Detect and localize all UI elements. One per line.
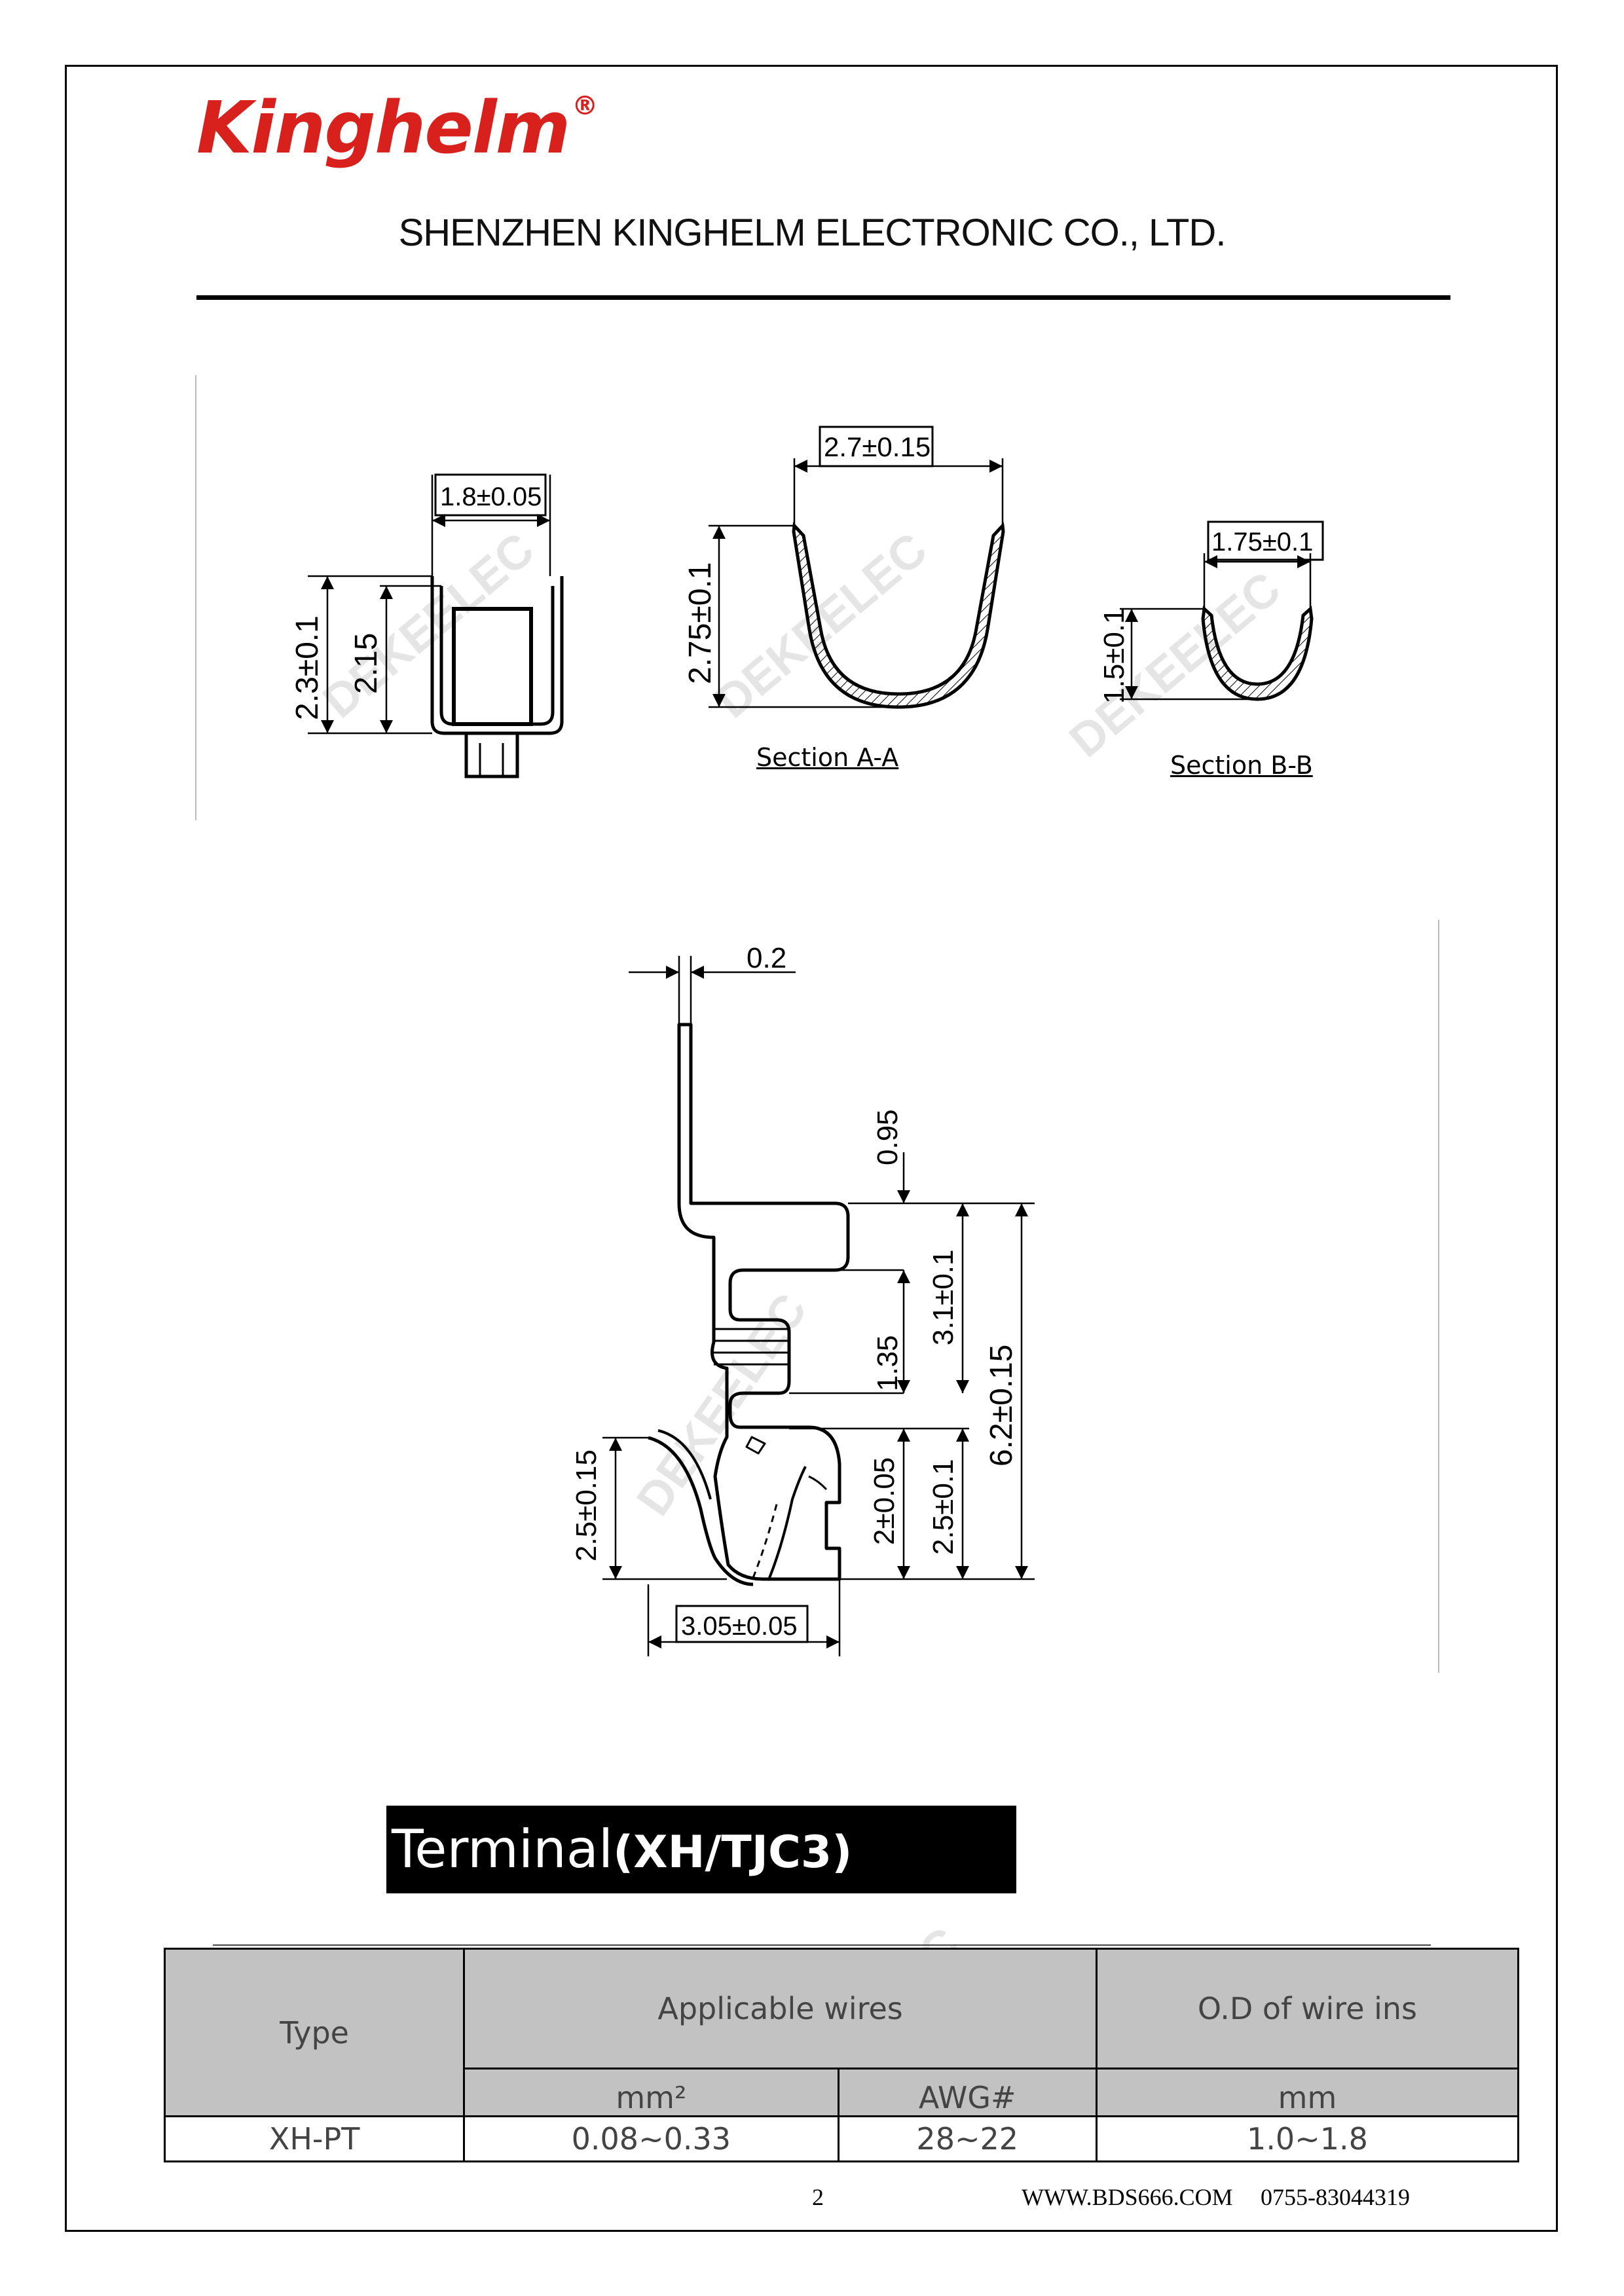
banner-prefix: Terminal [392, 1819, 614, 1880]
dim-bottom-width: 3.05±0.05 [681, 1612, 798, 1641]
dim-gap: 1.35 [872, 1335, 904, 1391]
header-type: Type [163, 1948, 466, 2117]
page-number: 2 [812, 2184, 824, 2210]
section-b-profile [1201, 605, 1314, 701]
watermark: DEKEELEC [627, 1285, 817, 1525]
unit-mm2: mm² [463, 2068, 840, 2117]
section-a-profile [792, 522, 1005, 709]
dim-tab: 0.95 [872, 1109, 904, 1165]
dim-section-b-height: 1.5±0.1 [1098, 608, 1130, 704]
section-a-dimensions [709, 426, 1004, 708]
cell-mm2: 0.08~0.33 [463, 2115, 840, 2162]
dim-section-b-width: 1.75±0.1 [1211, 528, 1313, 556]
unit-mm: mm [1095, 2068, 1520, 2117]
footer-website: WWW.BDS666.COM [1022, 2184, 1233, 2210]
terminal-side-view [648, 1023, 850, 1586]
table-row: XH-PT 0.08~0.33 28~22 1.0~1.8 [163, 2115, 1520, 2162]
table-top-rule [213, 1944, 1431, 1946]
terminal-side-view-dimensions [602, 956, 1035, 1656]
dim-thickness: 0.2 [747, 942, 786, 974]
dim-contact-outer: 2.5±0.1 [927, 1459, 959, 1555]
drawing-border-left [195, 375, 196, 820]
section-b-dimensions [1120, 520, 1324, 701]
unit-awg: AWG# [837, 2068, 1098, 2117]
front-view-dimensions [308, 473, 551, 735]
cell-awg: 28~22 [837, 2115, 1098, 2162]
wire-spec-table: Type Applicable wires O.D of wire ins mm… [163, 1948, 1520, 2162]
header-applicable-wires: Applicable wires [463, 1948, 1098, 2069]
page-frame [65, 65, 1558, 2232]
drawing-border-right [1438, 920, 1439, 1673]
dim-section-a-height: 2.75±0.1 [683, 562, 718, 685]
section-a-label: Section A-A [756, 743, 899, 772]
dim-overall: 6.2±0.15 [984, 1345, 1019, 1467]
dim-front-width: 1.8±0.05 [440, 483, 542, 511]
dim-front-height-inner: 2.15 [349, 633, 384, 694]
dim-section-a-width: 2.7±0.15 [824, 431, 931, 462]
dim-left-height: 2.5±0.15 [570, 1449, 602, 1561]
header-divider [196, 295, 1450, 300]
banner-model: (XH/TJC3) [613, 1827, 853, 1878]
watermark: DEKEELEC [1060, 562, 1291, 767]
cell-od: 1.0~1.8 [1095, 2115, 1520, 2162]
logo-text: Kinghelm [196, 86, 570, 170]
footer-phone: 0755-83044319 [1261, 2184, 1410, 2210]
header-od: O.D of wire ins [1095, 1948, 1520, 2069]
front-view [430, 576, 564, 778]
dim-contact-inner: 2±0.05 [868, 1457, 900, 1545]
dim-span-upper: 3.1±0.1 [927, 1250, 959, 1345]
product-banner: Terminal(XH/TJC3) [386, 1806, 1016, 1893]
watermark: DEKEELEC [314, 523, 544, 728]
company-name: SHENZHEN KINGHELM ELECTRONIC CO., LTD. [398, 211, 1227, 254]
registered-mark: ® [572, 91, 598, 121]
cell-type: XH-PT [163, 2115, 466, 2162]
kinghelm-logo: Kinghelm® [196, 91, 598, 164]
section-b-label: Section B-B [1170, 751, 1313, 780]
dim-front-height-outer: 2.3±0.1 [290, 615, 325, 720]
